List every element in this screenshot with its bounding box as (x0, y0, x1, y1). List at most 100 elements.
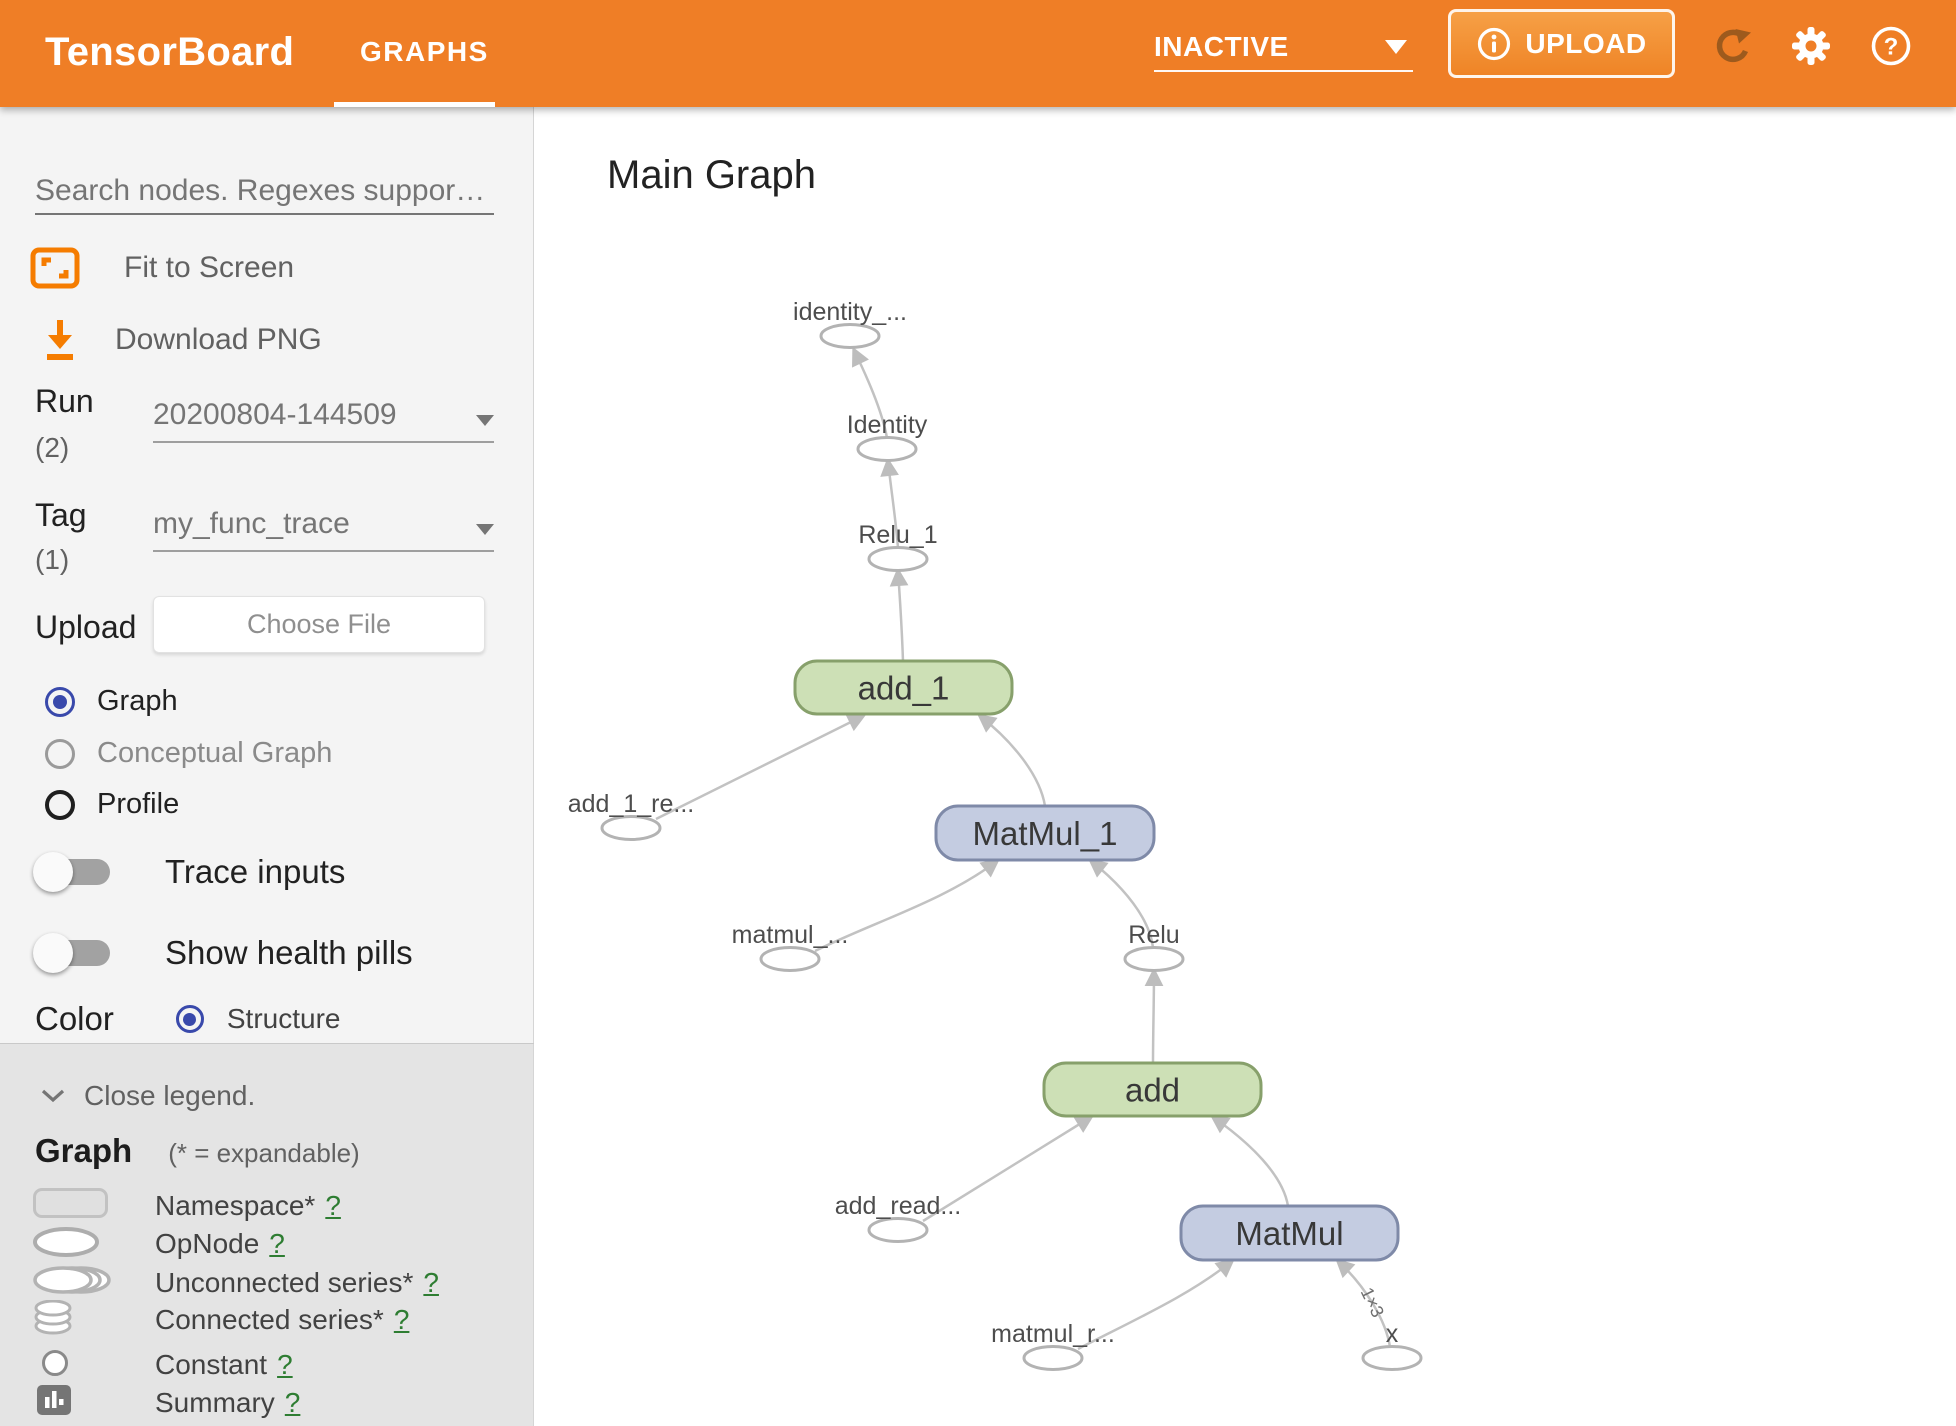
fit-to-screen-label: Fit to Screen (124, 251, 295, 284)
graph-edge-Relu_1-to-Identity (880, 457, 900, 549)
namespace-shape-icon (33, 1188, 108, 1218)
legend-divider (0, 1043, 534, 1044)
chevron-down-icon (41, 1089, 65, 1103)
graph-node-label: MatMul_1 (973, 815, 1118, 852)
radio-graph[interactable]: Graph (45, 685, 178, 718)
close-legend-label: Close legend. (84, 1080, 256, 1111)
graph-node-identity_out[interactable]: identity_... (793, 298, 907, 349)
help-link[interactable]: ? (423, 1267, 439, 1298)
run-select[interactable]: 20200804-144509 (153, 389, 494, 443)
tag-label: Tag (35, 497, 87, 533)
graph-node-MatMul_1[interactable]: MatMul_1 (934, 804, 1156, 862)
legend-item-summary: Summary? (0, 1385, 533, 1419)
download-png-button[interactable]: Download PNG (40, 317, 322, 363)
graph-edge-add_1_re-to-add_1 (655, 714, 867, 821)
graph-edge-matmul_r-to-MatMul (1077, 1258, 1235, 1351)
graph-node-Identity[interactable]: Identity (847, 411, 928, 462)
help-link[interactable]: ? (269, 1228, 285, 1259)
graph-node-Relu_1[interactable]: Relu_1 (858, 521, 938, 572)
settings-gear-icon[interactable] (1789, 24, 1833, 68)
legend-heading: Graph(* = expandable) (35, 1132, 360, 1169)
graph-edge-shape-label: 1×3 (1357, 1284, 1388, 1320)
graph-node-label: matmul_r... (991, 1320, 1115, 1348)
upload-status-dropdown[interactable]: INACTIVE (1154, 12, 1414, 72)
radio-profile-label: Profile (97, 788, 180, 820)
graph-node-label: x (1386, 1320, 1399, 1348)
color-label: Color (35, 1000, 114, 1037)
upload-status-value: INACTIVE (1154, 31, 1289, 62)
toggle-off-icon (33, 852, 110, 892)
tag-select-value: my_func_trace (153, 507, 350, 540)
graph-edge-Identity-to-identity_out (852, 346, 889, 439)
upload-button-label: UPLOAD (1525, 27, 1647, 59)
legend-item-connected-series: Connected series*? (0, 1300, 533, 1336)
graph-edge-x-to-MatMul (1335, 1258, 1392, 1348)
constant-shape-icon (42, 1350, 68, 1376)
download-icon (47, 320, 73, 360)
radio-conceptual-label: Conceptual Graph (97, 737, 333, 769)
trace-inputs-toggle[interactable]: Trace inputs (33, 852, 346, 892)
graph-node-label: add_1_re... (568, 790, 695, 818)
chevron-down-icon (476, 415, 494, 426)
upload-button[interactable]: UPLOAD (1448, 9, 1675, 78)
graph-edge-add_read-to-add (922, 1115, 1095, 1223)
refresh-icon[interactable] (1711, 24, 1755, 68)
radio-profile[interactable]: Profile (45, 788, 179, 821)
graph-node-matmul_r[interactable]: matmul_r... (991, 1320, 1115, 1371)
graph-node-label: Identity (847, 411, 928, 439)
graph-node-label: add (1125, 1072, 1180, 1109)
run-count: (2) (35, 432, 70, 463)
legend-item-opnode: OpNode? (0, 1226, 533, 1260)
info-icon (1478, 27, 1511, 60)
graph-edge-MatMul_1-to-add_1 (977, 713, 1047, 807)
fit-to-screen-button[interactable]: Fit to Screen (30, 247, 294, 289)
svg-text:?: ? (1884, 34, 1899, 61)
graph-node-x[interactable]: x (1361, 1320, 1423, 1371)
graph-edge-Relu-to-MatMul_1 (1088, 858, 1155, 949)
graph-node-Relu[interactable]: Relu (1123, 921, 1185, 972)
tag-select[interactable]: my_func_trace (153, 498, 494, 552)
tag-count: (1) (35, 544, 70, 575)
graph-legend: Close legend. Graph(* = expandable) Name… (0, 1044, 533, 1426)
search-input[interactable] (35, 169, 494, 215)
help-link[interactable]: ? (277, 1349, 293, 1380)
help-icon[interactable]: ? (1869, 24, 1913, 68)
graph-edge-add_1-to-Relu_1 (889, 567, 909, 662)
show-health-pills-toggle[interactable]: Show health pills (33, 933, 413, 973)
color-structure-label: Structure (226, 1003, 341, 1034)
legend-item-namespace: Namespace*? (0, 1188, 533, 1222)
graph-node-matmul_out[interactable]: matmul_... (732, 921, 849, 972)
graph-edge-MatMul-to-add (1209, 1114, 1290, 1207)
graph-node-add_read[interactable]: add_read... (835, 1192, 962, 1243)
choose-file-button[interactable]: Choose File (153, 596, 485, 653)
graph-node-label: Relu (1128, 921, 1179, 949)
graph-node-label: Relu_1 (858, 521, 937, 549)
app-title: TensorBoard (45, 30, 295, 74)
radio-conceptual-graph[interactable]: Conceptual Graph (45, 737, 332, 770)
tab-graphs[interactable]: GRAPHS (360, 36, 489, 67)
graphs-sidebar: Fit to Screen Download PNG Run (2) 20200… (0, 107, 534, 1426)
color-by-row: Color Structure (35, 1000, 340, 1038)
upload-label: Upload (35, 609, 137, 645)
graph-node-MatMul[interactable]: MatMul (1179, 1204, 1400, 1262)
help-link[interactable]: ? (325, 1190, 341, 1221)
radio-selected-icon (45, 686, 75, 717)
download-png-label: Download PNG (115, 323, 322, 356)
toggle-off-icon (33, 933, 110, 973)
app-header: TensorBoard GRAPHS INACTIVE UPLOAD ? (0, 0, 1956, 107)
graph-edge-matmul_out-to-MatMul_1 (814, 858, 1000, 953)
graph-node-add_1_re[interactable]: add_1_re... (568, 790, 695, 841)
graph-node-add_1[interactable]: add_1 (793, 659, 1014, 716)
help-link[interactable]: ? (284, 1387, 301, 1418)
unconnected-series-shape-icon (33, 1266, 111, 1294)
help-link[interactable]: ? (393, 1304, 410, 1335)
close-legend-button[interactable]: Close legend. (40, 1080, 255, 1112)
graph-node-add[interactable]: add (1042, 1061, 1263, 1118)
chevron-down-icon (1385, 40, 1407, 54)
graph-node-label: matmul_... (732, 921, 849, 949)
trace-inputs-label: Trace inputs (165, 853, 346, 890)
color-structure-radio[interactable] (175, 1005, 204, 1033)
opnode-shape-icon (33, 1227, 99, 1257)
